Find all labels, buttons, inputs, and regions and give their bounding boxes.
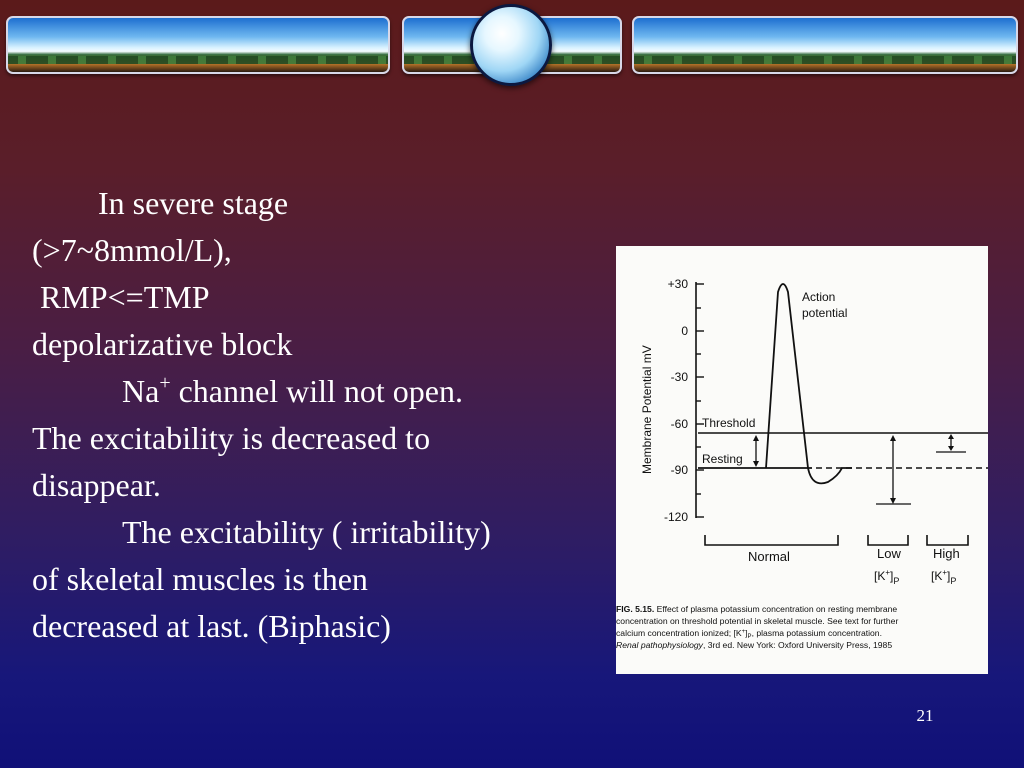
normal-label: Normal xyxy=(748,549,790,564)
header-banner-left xyxy=(6,16,390,74)
text-line: Na+ channel will not open. xyxy=(32,368,602,415)
svg-text:FIG. 5.15. Effect of plasma po: FIG. 5.15. Effect of plasma potassium co… xyxy=(616,604,897,614)
na-charge: + xyxy=(159,372,171,394)
y-tick-label: +30 xyxy=(668,277,689,291)
y-ticks xyxy=(696,283,704,518)
low-label: Low xyxy=(877,546,901,561)
text-line: In severe stage xyxy=(98,185,289,221)
text-line: of skeletal muscles is then xyxy=(32,561,368,597)
k-low-label: [K+]P xyxy=(874,568,899,586)
y-tick-label: -120 xyxy=(664,510,688,524)
slide-body-text: In severe stage (>7~8mmol/L), RMP<=TMP d… xyxy=(32,180,602,650)
figure-caption: FIG. 5.15. Effect of plasma potassium co… xyxy=(616,604,898,650)
svg-text:calcium concentration ionized;: calcium concentration ionized; [K+]P, pl… xyxy=(616,628,882,640)
resting-label: Resting xyxy=(702,452,743,466)
text-line: decreased at last. (Biphasic) xyxy=(32,608,391,644)
y-axis-label: Membrane Potential mV xyxy=(640,345,654,474)
text-line: The excitability ( irritability) xyxy=(122,514,491,550)
difference-arrows xyxy=(753,434,966,505)
svg-text:Renal pathophysiology, 3rd ed.: Renal pathophysiology, 3rd ed. New York:… xyxy=(616,640,892,650)
potassium-figure: Membrane Potential mV +30 0 -30 -60 -90 … xyxy=(616,246,988,674)
group-brackets xyxy=(704,535,969,546)
potential-label: potential xyxy=(802,306,847,320)
y-tick-label: -60 xyxy=(671,417,689,431)
y-tick-label: 0 xyxy=(681,324,688,338)
na-symbol: Na xyxy=(122,373,160,409)
action-potential-curve xyxy=(765,283,852,485)
globe-icon xyxy=(470,4,552,86)
text-fragment: channel will not open. xyxy=(170,373,463,409)
text-line: The excitability is decreased to xyxy=(32,420,431,456)
page-number: 21 xyxy=(916,706,934,725)
text-line: (>7~8mmol/L), xyxy=(32,232,232,268)
text-line: disappear. xyxy=(32,467,161,503)
text-line: depolarizative block xyxy=(32,326,293,362)
header-banner-right xyxy=(632,16,1018,74)
svg-text:concentration on threshold pot: concentration on threshold potential in … xyxy=(616,616,898,626)
threshold-label: Threshold xyxy=(702,416,755,430)
high-label: High xyxy=(933,546,960,561)
text-line: RMP<=TMP xyxy=(40,279,210,315)
action-label: Action xyxy=(802,290,835,304)
y-tick-label: -30 xyxy=(671,370,689,384)
y-tick-label: -90 xyxy=(671,463,689,477)
k-high-label: [K+]P xyxy=(931,568,956,586)
